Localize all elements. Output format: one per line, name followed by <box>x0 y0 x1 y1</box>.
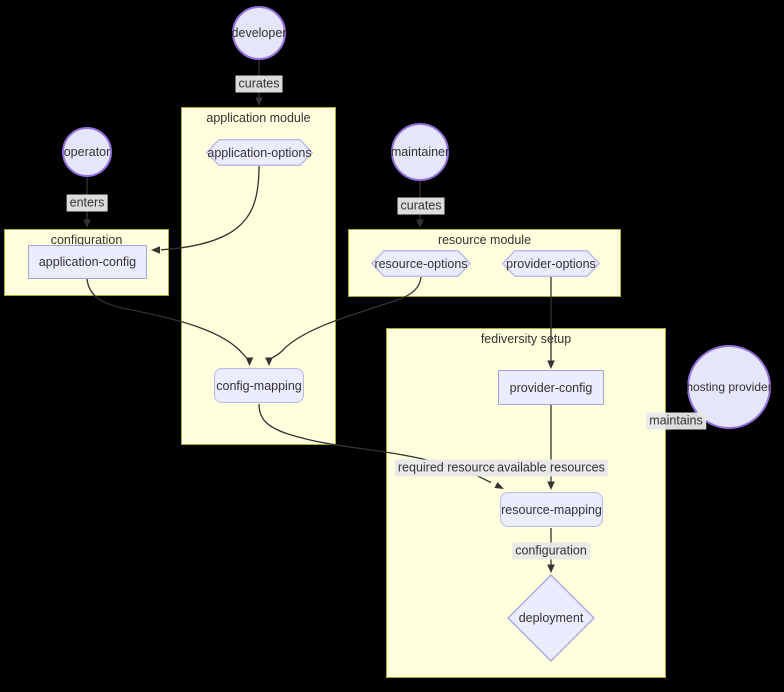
node-application-config-label: application-config <box>38 255 137 269</box>
node-deployment-label: deployment <box>518 611 584 625</box>
node-resource-options: resource-options <box>371 250 471 277</box>
node-resource-mapping-label: resource-mapping <box>501 502 602 517</box>
node-application-options-label: application-options <box>207 145 312 160</box>
cluster-title-application-module: application module <box>206 111 311 125</box>
hexagon-shape <box>371 250 471 277</box>
hexagon-shape <box>502 250 600 277</box>
cluster-title-resource-module: resource module <box>437 233 532 247</box>
node-application-options: application-options <box>206 139 313 166</box>
edge-label-required-resources: required resources <box>394 459 506 477</box>
node-config-mapping: config-mapping <box>214 368 304 403</box>
arrowhead-developer-curates <box>255 97 263 106</box>
node-hosting-provider-label: hosting provider <box>686 380 772 394</box>
edge-label-configuration: configuration <box>512 542 590 560</box>
edge-label-curates-developer: curates <box>235 75 283 93</box>
edge-label-available-resources: available resources <box>494 459 608 477</box>
node-config-mapping-label: config-mapping <box>216 378 302 393</box>
node-hosting-provider: hosting provider <box>686 345 772 429</box>
arrowhead-maintainer-curates <box>416 219 424 228</box>
node-resource-options-label: resource-options <box>374 256 468 271</box>
edge-label-maintains: maintains <box>646 412 706 430</box>
edge-label-curates-maintainer: curates <box>397 197 445 215</box>
node-developer: developer <box>232 6 286 60</box>
node-maintainer: maintainer <box>391 123 449 181</box>
node-operator-label: operator <box>63 145 111 159</box>
diamond-shape <box>507 574 595 662</box>
node-maintainer-label: maintainer <box>390 145 450 159</box>
node-developer-label: developer <box>231 26 287 40</box>
node-provider-options-label: provider-options <box>506 256 596 271</box>
cluster-title-fediversity-setup: fediversity setup <box>480 332 572 346</box>
node-deployment: deployment <box>507 574 595 662</box>
node-application-config: application-config <box>28 245 147 279</box>
edge-label-enters: enters <box>66 194 108 212</box>
node-resource-mapping: resource-mapping <box>500 492 603 527</box>
node-operator: operator <box>62 127 112 177</box>
node-provider-config: provider-config <box>498 370 604 405</box>
cluster-title-configuration: configuration <box>50 233 123 247</box>
node-provider-options: provider-options <box>502 250 600 277</box>
arrowhead-operator-enters <box>83 219 91 228</box>
hexagon-shape <box>206 139 313 166</box>
node-provider-config-label: provider-config <box>509 380 593 395</box>
